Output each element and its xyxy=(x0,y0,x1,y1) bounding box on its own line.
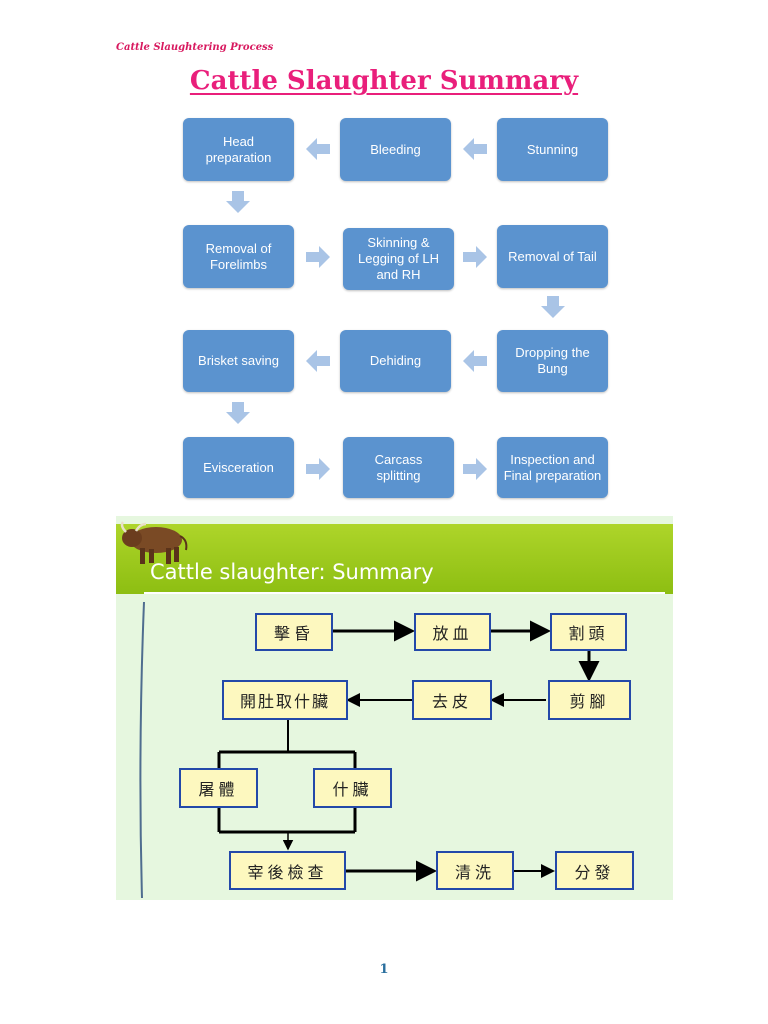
step-removal-of-forelimbs: Removal of Forelimbs xyxy=(183,225,294,288)
box-carcass: 屠體 xyxy=(179,768,258,808)
flow-connectors xyxy=(217,620,600,882)
box-distribute: 分發 xyxy=(555,851,634,890)
step-label: Head preparation xyxy=(205,133,272,165)
box-feet: 剪腳 xyxy=(548,680,631,720)
running-header: Cattle Slaughtering Process xyxy=(116,42,274,53)
step-label: Brisket saving xyxy=(198,353,279,368)
box-inspect: 宰後檢查 xyxy=(229,851,346,890)
arrow-right-icon xyxy=(306,246,330,268)
arrow-right-icon xyxy=(306,458,330,480)
arrow-left-icon xyxy=(463,350,487,372)
step-bleeding: Bleeding xyxy=(340,118,451,181)
step-evisceration: Evisceration xyxy=(183,437,294,498)
page-number: 1 xyxy=(379,962,389,977)
band-divider xyxy=(144,592,665,594)
title-band xyxy=(116,524,673,594)
box-bleed: 放血 xyxy=(414,613,491,651)
arrow-left-icon xyxy=(306,350,330,372)
step-label: Evisceration xyxy=(203,459,274,475)
step-label: Dehiding xyxy=(369,353,422,368)
bull-icon xyxy=(120,521,188,564)
step-label: Removal of Forelimbs xyxy=(205,240,272,272)
step-stunning: Stunning xyxy=(497,118,608,181)
box-dehide: 去皮 xyxy=(412,680,492,720)
box-wash: 清洗 xyxy=(436,851,514,890)
step-label: Dropping the Bung xyxy=(515,345,590,376)
step-removal-of-tail: Removal of Tail xyxy=(497,225,608,288)
box-offal: 什臟 xyxy=(313,768,392,808)
panel-curve-accent xyxy=(139,602,145,899)
chinese-summary-panel: Cattle slaughter: Summary xyxy=(116,516,673,900)
step-dropping-the-bung: Dropping the Bung xyxy=(497,330,608,392)
step-head-preparation: Head preparation xyxy=(183,118,294,181)
step-dehiding: Dehiding xyxy=(340,330,451,392)
step-label: Stunning xyxy=(526,141,579,157)
step-label: Skinning & Legging of LH and RH xyxy=(358,235,439,282)
box-stun: 擊昏 xyxy=(255,613,333,651)
step-label: Bleeding xyxy=(370,141,421,157)
step-brisket-saving: Brisket saving xyxy=(183,330,294,392)
step-skinning-legging: Skinning & Legging of LH and RH xyxy=(343,228,454,290)
page-title: Cattle Slaughter Summary xyxy=(189,66,579,96)
box-head: 割頭 xyxy=(550,613,627,651)
arrow-right-icon xyxy=(463,246,487,268)
arrow-down-icon xyxy=(226,191,250,213)
arrow-left-icon xyxy=(463,138,487,160)
arrow-down-icon xyxy=(541,296,565,318)
arrow-down-icon xyxy=(226,402,250,424)
step-carcass-splitting: Carcass splitting xyxy=(343,437,454,498)
step-label: Carcass splitting xyxy=(374,451,423,483)
arrow-left-icon xyxy=(306,138,330,160)
panel-title: Cattle slaughter: Summary xyxy=(150,560,434,584)
step-inspection: Inspection and Final preparation xyxy=(497,437,608,498)
step-label: Inspection and Final preparation xyxy=(503,451,602,483)
step-label: Removal of Tail xyxy=(508,248,597,264)
arrow-right-icon xyxy=(463,458,487,480)
box-eviscerate: 開肚取什臟 xyxy=(222,680,348,720)
